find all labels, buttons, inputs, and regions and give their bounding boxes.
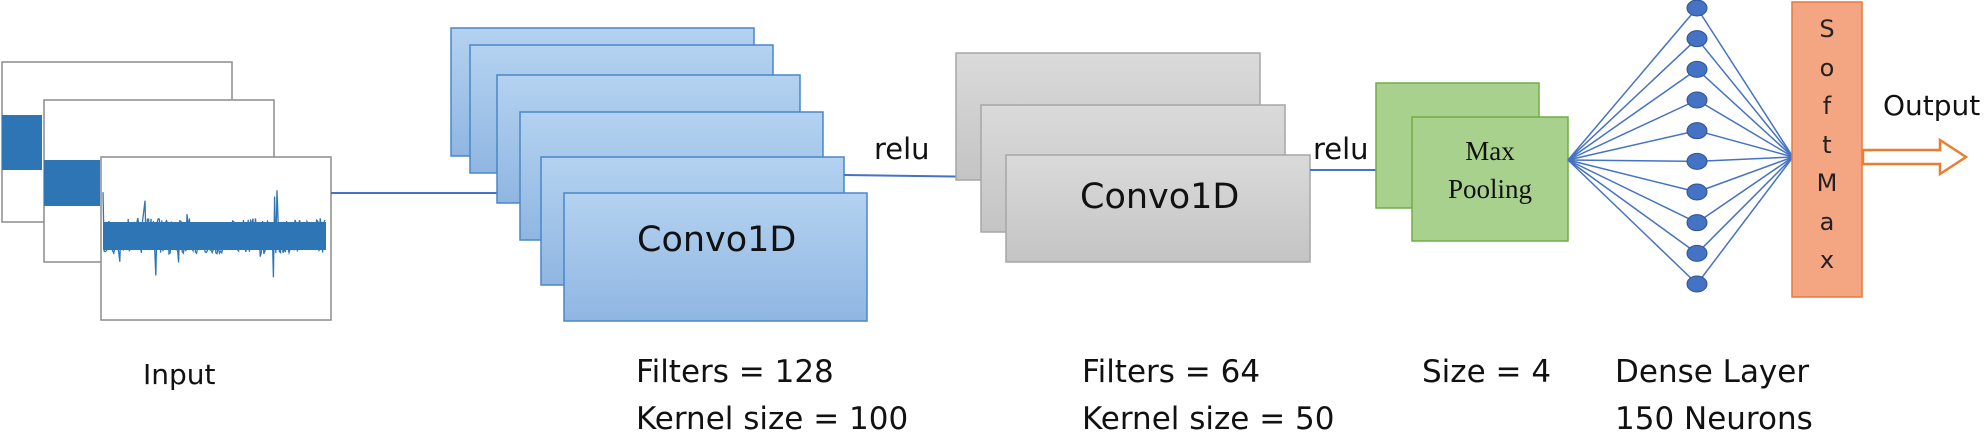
conv1-activation-label: relu — [874, 132, 930, 166]
dense-edge-in-2 — [1567, 38, 1698, 161]
pooling-box-label-line2: Pooling — [1447, 174, 1533, 204]
conv1-filter-stack — [450, 27, 868, 322]
dense-edge-in-7 — [1567, 159, 1698, 193]
dense-title-label: Dense Layer — [1615, 354, 1810, 390]
softmax-letter: f — [1822, 92, 1832, 121]
dense-edge-out-6 — [1696, 156, 1794, 163]
softmax-letter: M — [1816, 169, 1838, 198]
signal-dense-band — [103, 222, 326, 250]
dense-neuron-1 — [1686, 0, 1708, 17]
dense-edge-in-8 — [1567, 159, 1698, 224]
dense-neuron-7 — [1686, 183, 1708, 201]
dense-neuron-2 — [1686, 30, 1708, 48]
dense-edge-out-3 — [1696, 68, 1794, 158]
pooling-box-label-line1: Max — [1465, 136, 1515, 166]
softmax-letter: a — [1819, 207, 1835, 236]
dense-edge-in-5 — [1567, 129, 1698, 161]
dense-edge-in-10 — [1567, 159, 1698, 285]
conv2-filters-label: Filters = 64 — [1082, 354, 1261, 390]
output-arrow — [1861, 137, 1969, 177]
pooling-size-label: Size = 4 — [1422, 354, 1552, 390]
conv1-box-label: Convo1D — [637, 220, 797, 260]
conv1-filter-6 — [563, 192, 868, 322]
dense-edge-out-5 — [1696, 129, 1794, 158]
dense-edge-out-10 — [1696, 156, 1794, 285]
dense-edge-out-1 — [1696, 7, 1794, 158]
dense-edge-in-9 — [1567, 159, 1698, 254]
conv2-filter-3 — [1005, 154, 1311, 263]
dense-edge-out-4 — [1696, 99, 1794, 158]
dense-edge-in-1 — [1567, 7, 1698, 161]
softmax-letter: o — [1819, 53, 1835, 82]
max-pooling-block — [1375, 82, 1569, 242]
conv2-activation-label: relu — [1313, 132, 1369, 166]
softmax-letter: S — [1819, 15, 1835, 43]
pooling-box-front — [1411, 116, 1569, 242]
dense-edge-in-3 — [1567, 68, 1698, 161]
dense-neuron-3 — [1686, 60, 1708, 78]
softmax-letter: x — [1819, 246, 1835, 275]
input-signal-panel-front — [100, 156, 332, 321]
dense-layer-connections — [1567, 7, 1794, 285]
conv2-box-label: Convo1D — [1080, 177, 1240, 217]
conv2-kernel-label: Kernel size = 50 — [1082, 401, 1335, 437]
input-signal-waveform — [102, 190, 326, 278]
dense-edge-in-6 — [1567, 159, 1698, 163]
dense-neurons-label: 150 Neurons — [1615, 401, 1813, 437]
dense-edge-out-9 — [1696, 156, 1794, 254]
conv1-kernel-label: Kernel size = 100 — [636, 401, 909, 437]
softmax-letter: t — [1822, 130, 1832, 159]
conv1-filters-label: Filters = 128 — [636, 354, 834, 390]
dense-neuron-5 — [1686, 122, 1708, 140]
input-signal-stack — [1, 61, 332, 321]
dense-edge-out-8 — [1696, 156, 1794, 224]
dense-neuron-6 — [1686, 152, 1708, 170]
dense-neuron-10 — [1686, 275, 1708, 293]
output-label: Output — [1883, 89, 1981, 122]
dense-neuron-9 — [1686, 244, 1708, 262]
input-label: Input — [143, 358, 216, 391]
dense-neuron-8 — [1686, 214, 1708, 232]
dense-edge-out-7 — [1696, 156, 1794, 193]
dense-layer-neurons — [1686, 0, 1708, 293]
dense-edge-out-2 — [1696, 38, 1794, 158]
dense-edge-in-4 — [1567, 99, 1698, 161]
dense-neuron-4 — [1686, 91, 1708, 109]
conv2-filter-stack — [955, 52, 1311, 263]
